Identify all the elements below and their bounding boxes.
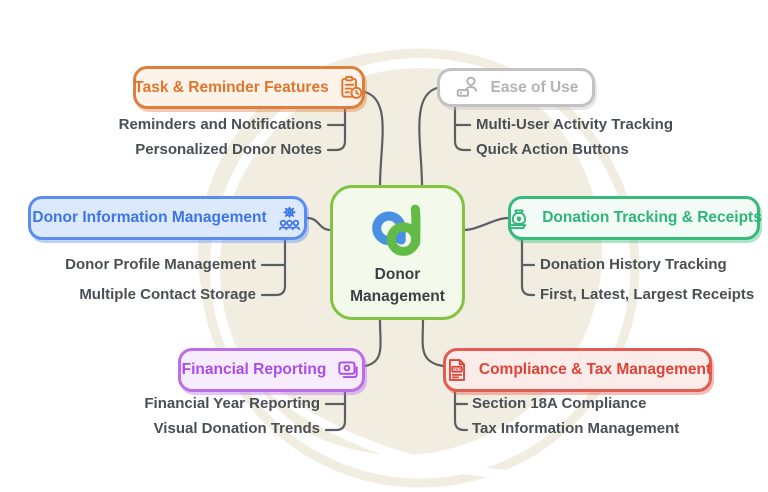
- child-node-multiple-contact-storage[interactable]: Multiple Contact Storage: [79, 286, 256, 303]
- branch-label-ease-of-use: Ease of Use: [490, 78, 579, 96]
- donation-bag-icon: [506, 205, 533, 232]
- connector-children-left: [260, 238, 287, 297]
- report-card-icon: [335, 357, 361, 383]
- connector-children-bottomleft: [324, 390, 347, 432]
- connector-center-bottomleft: [363, 318, 382, 368]
- branch-node-donation-tracking[interactable]: Donation Tracking & Receipts: [506, 196, 762, 240]
- branch-node-donor-information[interactable]: Donor Information Management: [28, 196, 307, 240]
- branch-label-donor-information: Donor Information Management: [32, 209, 267, 226]
- tax-document-icon: TAX: [444, 357, 470, 383]
- connector-center-topleft: [363, 90, 384, 188]
- connector-center-bottomright: [421, 318, 445, 368]
- child-node-donor-profile-management[interactable]: Donor Profile Management: [65, 256, 256, 273]
- user-laptop-icon: [454, 74, 482, 102]
- connector-children-topright: [453, 104, 472, 152]
- child-node-donation-history-tracking[interactable]: Donation History Tracking: [540, 256, 727, 273]
- branch-label-task-reminder: Task & Reminder Features: [134, 78, 329, 96]
- child-node-multi-user-activity-tracking[interactable]: Multi-User Activity Tracking: [476, 116, 673, 133]
- connector-children-topleft: [326, 106, 347, 152]
- connector-center-topright: [418, 86, 439, 188]
- child-node-visual-donation-trends[interactable]: Visual Donation Trends: [153, 420, 320, 437]
- clipboard-clock-icon: [338, 75, 364, 101]
- svg-text:TAX: TAX: [453, 367, 461, 372]
- connector-center-right: [462, 216, 510, 232]
- center-title: Donor Management: [350, 265, 445, 305]
- branch-label-financial-reporting: Financial Reporting: [181, 361, 327, 378]
- branch-label-compliance-tax: Compliance & Tax Management: [478, 361, 712, 378]
- center-node-donor-management[interactable]: Donor Management: [330, 185, 465, 320]
- white-gap-ring: [210, 58, 630, 478]
- branch-node-financial-reporting[interactable]: Financial Reporting: [178, 348, 365, 392]
- child-node-personalized-donor-notes[interactable]: Personalized Donor Notes: [135, 141, 322, 158]
- child-node-first-latest-largest-receipts[interactable]: First, Latest, Largest Receipts: [540, 286, 755, 303]
- child-node-section-18a-compliance[interactable]: Section 18A Compliance: [472, 395, 647, 412]
- child-node-reminders-notifications[interactable]: Reminders and Notifications: [118, 116, 322, 133]
- connector-children-right: [520, 238, 536, 297]
- child-node-financial-year-reporting[interactable]: Financial Year Reporting: [144, 395, 320, 412]
- outer-ring: [200, 48, 640, 488]
- branch-label-donation-tracking: Donation Tracking & Receipts: [542, 209, 762, 226]
- team-gear-icon: [276, 205, 303, 232]
- connector-children-bottomright: [453, 390, 469, 432]
- branch-node-task-reminder[interactable]: Task & Reminder Features: [133, 66, 365, 109]
- donor-management-logo: [365, 202, 431, 260]
- child-node-tax-information-management[interactable]: Tax Information Management: [472, 420, 680, 437]
- connector-center-left: [305, 216, 333, 232]
- child-node-quick-action-buttons[interactable]: Quick Action Buttons: [476, 141, 629, 158]
- branch-node-compliance-tax[interactable]: TAX Compliance & Tax Management: [443, 348, 712, 392]
- branch-node-ease-of-use[interactable]: Ease of Use: [437, 68, 595, 107]
